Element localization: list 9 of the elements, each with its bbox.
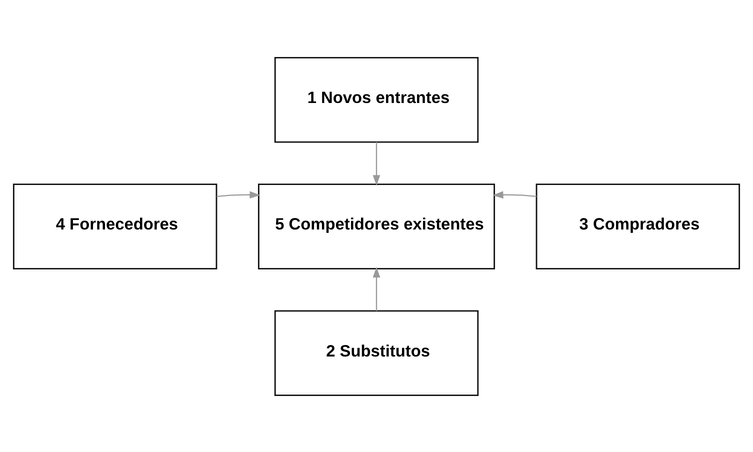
node-box: 3 Compradores xyxy=(536,183,740,269)
node-box: 5 Competidores existentes xyxy=(258,183,496,269)
arrow xyxy=(216,190,260,198)
arrow xyxy=(372,142,380,186)
node-box: 1 Novos entrantes xyxy=(274,56,479,142)
arrow xyxy=(372,266,380,310)
node-box: 2 Substitutos xyxy=(274,310,479,396)
arrow xyxy=(492,190,537,198)
node-box: 4 Fornecedores xyxy=(12,183,218,269)
